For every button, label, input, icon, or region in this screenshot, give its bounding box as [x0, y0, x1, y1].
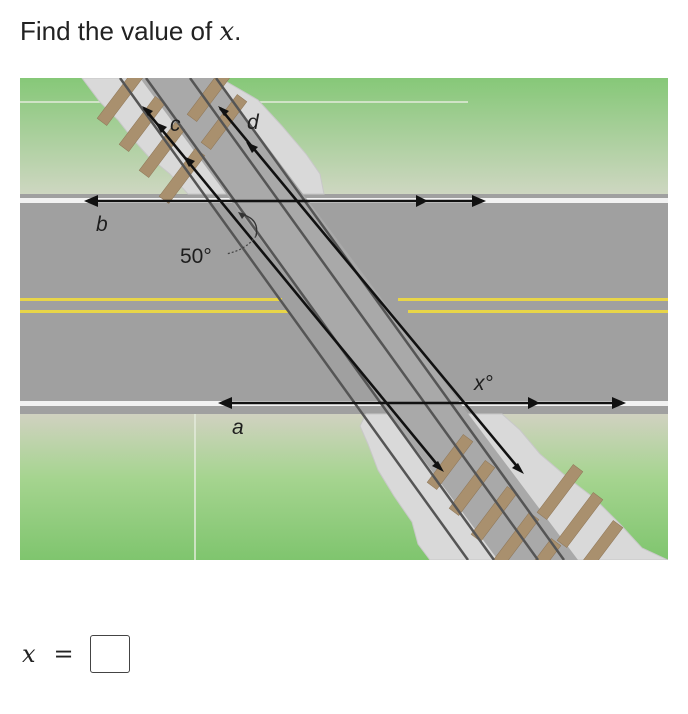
rail-ties-bottom — [426, 434, 624, 560]
rails — [118, 78, 566, 560]
line-a-arrowhead-left — [218, 397, 232, 409]
angle-50-arc-tip — [238, 212, 246, 219]
center-line-left-2 — [20, 310, 288, 313]
question-suffix: . — [234, 16, 242, 46]
answer-input[interactable] — [89, 635, 130, 673]
label-line-d: d — [247, 111, 260, 134]
answer-variable: x — [22, 640, 36, 668]
line-c-arrowhead-bottom — [432, 461, 444, 472]
line-c-arrow-mark-2 — [183, 156, 195, 167]
label-angle-50: 50° — [180, 245, 212, 268]
line-b-arrow-mark — [416, 195, 428, 207]
label-line-c: c — [170, 113, 181, 136]
label-angle-x: x° — [473, 372, 493, 395]
line-c-arrowhead-top — [142, 106, 153, 116]
line-a-arrowhead-right — [612, 397, 626, 409]
line-c — [142, 107, 442, 469]
parallel-lines-diagram: c d b 50° x° a — [20, 78, 668, 560]
center-line-right-1 — [398, 298, 668, 301]
line-d-arrow-mark-1 — [246, 142, 258, 153]
line-b-arrowhead-left — [84, 195, 98, 207]
angle-50-leader — [225, 235, 257, 255]
line-d — [218, 107, 522, 471]
center-line-right-2 — [408, 310, 668, 313]
label-line-a: a — [232, 416, 244, 439]
answer-row: x = — [22, 634, 130, 674]
line-b-arrowhead-right — [472, 195, 486, 207]
question-variable: x — [219, 17, 235, 47]
question-prefix: Find the value of — [20, 16, 220, 46]
answer-equals-sign: = — [53, 640, 74, 668]
line-a-arrow-mark — [528, 397, 540, 409]
line-d-arrowhead-top — [218, 106, 229, 116]
label-line-b: b — [96, 213, 108, 236]
center-line-left-1 — [20, 298, 282, 301]
line-c-arrow-mark-1 — [155, 122, 167, 133]
question-text: Find the value of x. — [20, 14, 241, 49]
line-d-arrowhead-bottom — [512, 463, 524, 474]
